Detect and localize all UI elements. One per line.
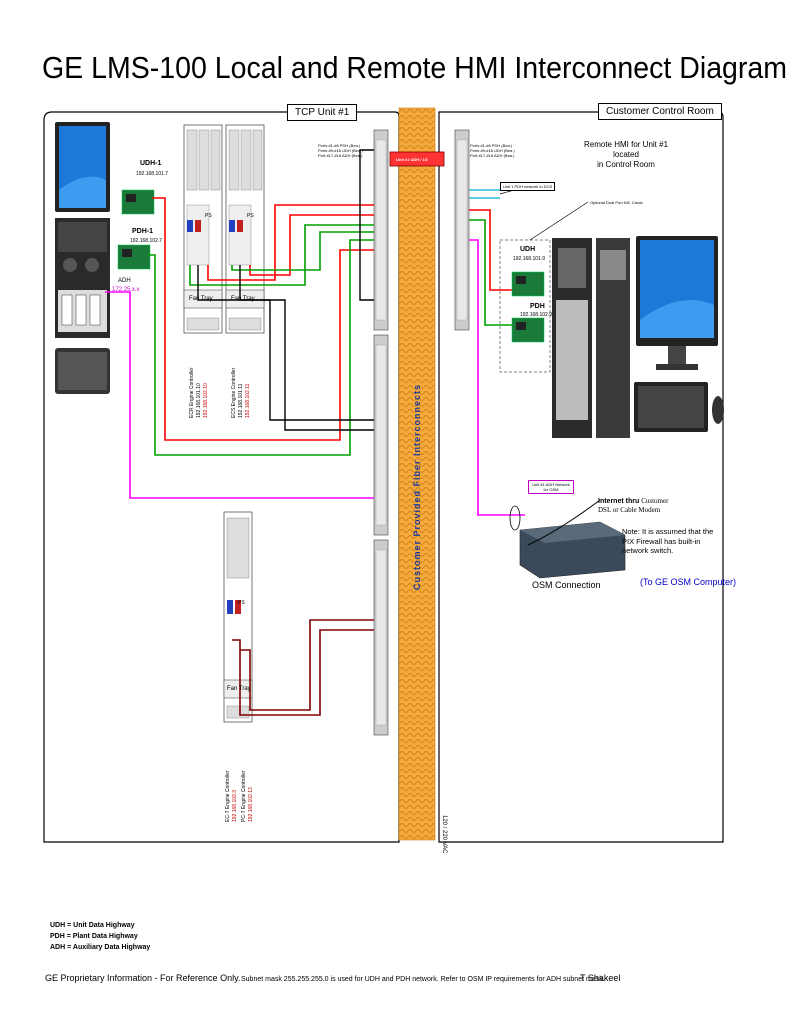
pdh1-ip: 192.168.102.7	[130, 238, 162, 244]
fiber-interconnect-label: Customer Provided Fiber Interconnects	[412, 383, 422, 590]
udh1-ip: 192.168.101.7	[136, 171, 168, 177]
control-room-panel-label: Customer Control Room	[598, 103, 722, 120]
ecs-controller-rack	[225, 124, 265, 334]
local-switch-3	[373, 539, 389, 736]
ports-left-item: Ports #9-#16 UDH (Bea.)	[318, 148, 363, 153]
pix-firewall-note: Note: It is assumed that the PIX Firewal…	[622, 527, 714, 555]
black-wires	[197, 149, 374, 431]
adh-wires	[105, 239, 525, 516]
remote-heading-line1: Remote HMI for Unit #1 located	[583, 140, 669, 159]
remote-pdh-label: PDH	[530, 303, 545, 310]
local-monitor-icon	[55, 122, 110, 212]
ecr-ip1: 192.168.101.10	[196, 383, 202, 418]
pdh-wires	[148, 219, 520, 456]
fiber-interconnect-bar	[398, 107, 436, 841]
internet-link	[527, 499, 601, 546]
adh-label: ADH	[118, 278, 131, 284]
ecs-ip2: 192.168.102.11	[245, 383, 251, 418]
to-ge-osm-label: (To GE OSM Computer)	[640, 577, 737, 587]
ecr-controller-rack	[183, 124, 223, 334]
remote-nic-box	[499, 239, 551, 373]
remote-mouse-icon	[712, 396, 724, 424]
ect-wires	[232, 619, 374, 716]
local-nic-card-udh	[121, 189, 155, 215]
pdh1-label: PDH-1	[132, 228, 154, 235]
local-server-rack-icon	[55, 218, 110, 338]
ecr-label: ECR Engine Controller	[189, 367, 195, 418]
remote-pdh-ip: 192.168.102.9	[520, 312, 552, 318]
remote-nic-card-udh	[511, 271, 545, 297]
dcs-wires	[469, 189, 500, 199]
ports-left-item: Port #17-#18 ADH (Bea.)	[318, 153, 363, 158]
osm-connection-label: OSM Connection	[532, 580, 601, 590]
pix-firewall-icon	[519, 521, 626, 579]
legend-udh: UDH = Unit Data Highway	[50, 922, 135, 929]
footer-proprietary: GE Proprietary Information - For Referen…	[45, 973, 241, 983]
remote-udh-ip: 192.168.101.9	[513, 256, 545, 262]
local-keyboard-icon	[55, 348, 110, 394]
fan-tray-1: Fan Tray	[189, 296, 213, 302]
legend: UDH = Unit Data Highway PDH = Plant Data…	[50, 920, 150, 953]
fan-tray-2: Fan Tray	[231, 296, 255, 302]
local-switch-2	[373, 334, 389, 536]
control-room-panel	[438, 111, 724, 843]
remote-hmi-heading: Remote HMI for Unit #1 located in Contro…	[572, 140, 680, 170]
ports-left-item: Ports #1-#6 PDH (Bea.)	[318, 143, 361, 148]
ect-ip: 192.168.102.3	[232, 790, 238, 822]
adh-to-osm-label: Unit #1 ADH Network for OSM	[528, 480, 574, 494]
internet-dsl-text: DSL or Cable Modem	[598, 506, 661, 514]
ports-right-item: Port #17-#18 ADH (Bea.)	[470, 153, 515, 158]
ect-label: EC-T Engine Controller	[225, 770, 231, 822]
ps-label-3: PS	[238, 600, 245, 606]
ps-label-1: PS	[205, 213, 212, 219]
fiber-box-label: Unit #1 UDH / 1G	[396, 157, 428, 162]
ps-label-2: PS	[247, 213, 254, 219]
nic-callout-arrow	[529, 201, 589, 241]
footer-subnet-note: Subnet mask 255.255.255.0 is used for UD…	[241, 976, 605, 983]
adh-ip: 172.25.x.x	[112, 287, 140, 293]
remote-tower-pc-icon	[552, 238, 630, 438]
ect-controller-rack	[223, 511, 253, 723]
udh-wires	[152, 197, 520, 441]
internet-label: Internet thru Customer DSL or Cable Mode…	[598, 497, 668, 515]
ecr-ip2: 192.168.102.10	[203, 383, 209, 418]
fan-tray-3: Fan Tray	[227, 686, 251, 692]
pct-label: PC-T Engine Controller	[241, 770, 247, 822]
footer-author: T Shakeel	[580, 973, 621, 983]
fiber-link-box	[389, 151, 445, 167]
remote-monitor-icon	[636, 236, 718, 370]
pdh-to-dcs-label: Unit 1 PDH network to DCS	[500, 182, 556, 191]
remote-keyboard-icon	[634, 382, 708, 432]
udh1-label: UDH-1	[140, 160, 162, 167]
legend-adh: ADH = Auxiliary Data Highway	[50, 944, 151, 951]
adh-cable-loop	[509, 505, 521, 531]
ports-left-list: Ports #1-#6 PDH (Bea.) Ports #9-#16 UDH …	[318, 143, 363, 158]
tcp-panel-label: TCP Unit #1	[287, 104, 358, 121]
internet-thru-text: Internet thru	[598, 498, 640, 505]
remote-udh-label: UDH	[520, 246, 536, 253]
ports-right-item: Ports #1-#6 PDH (Bea.)	[470, 143, 513, 148]
nic-cards-label: Optional Dual Port NIC Cards	[590, 200, 643, 205]
remote-heading-line2: in Control Room	[597, 160, 655, 169]
local-nic-card-pdh	[117, 244, 151, 270]
pct-ip: 192.168.102.13	[248, 787, 254, 822]
legend-pdh: PDH = Plant Data Highway	[50, 933, 138, 940]
internet-customer-text: Customer	[641, 497, 669, 505]
ports-right-list: Ports #1-#6 PDH (Bea.) Ports #9-#16 UDH …	[470, 143, 515, 158]
ecs-ip1: 192.168.101.11	[238, 383, 244, 418]
page-title: GE LMS-100 Local and Remote HMI Intercon…	[42, 50, 787, 85]
ports-right-item: Ports #9-#16 UDH (Bea.)	[470, 148, 515, 153]
local-switch-1	[373, 129, 389, 331]
remote-nic-card-pdh	[511, 317, 545, 343]
diagram-canvas	[43, 107, 724, 843]
vac-label: 120 / 220 VAC	[441, 815, 447, 854]
remote-switch	[454, 129, 470, 331]
ecs-label: ECS Engine Controller	[231, 367, 237, 418]
